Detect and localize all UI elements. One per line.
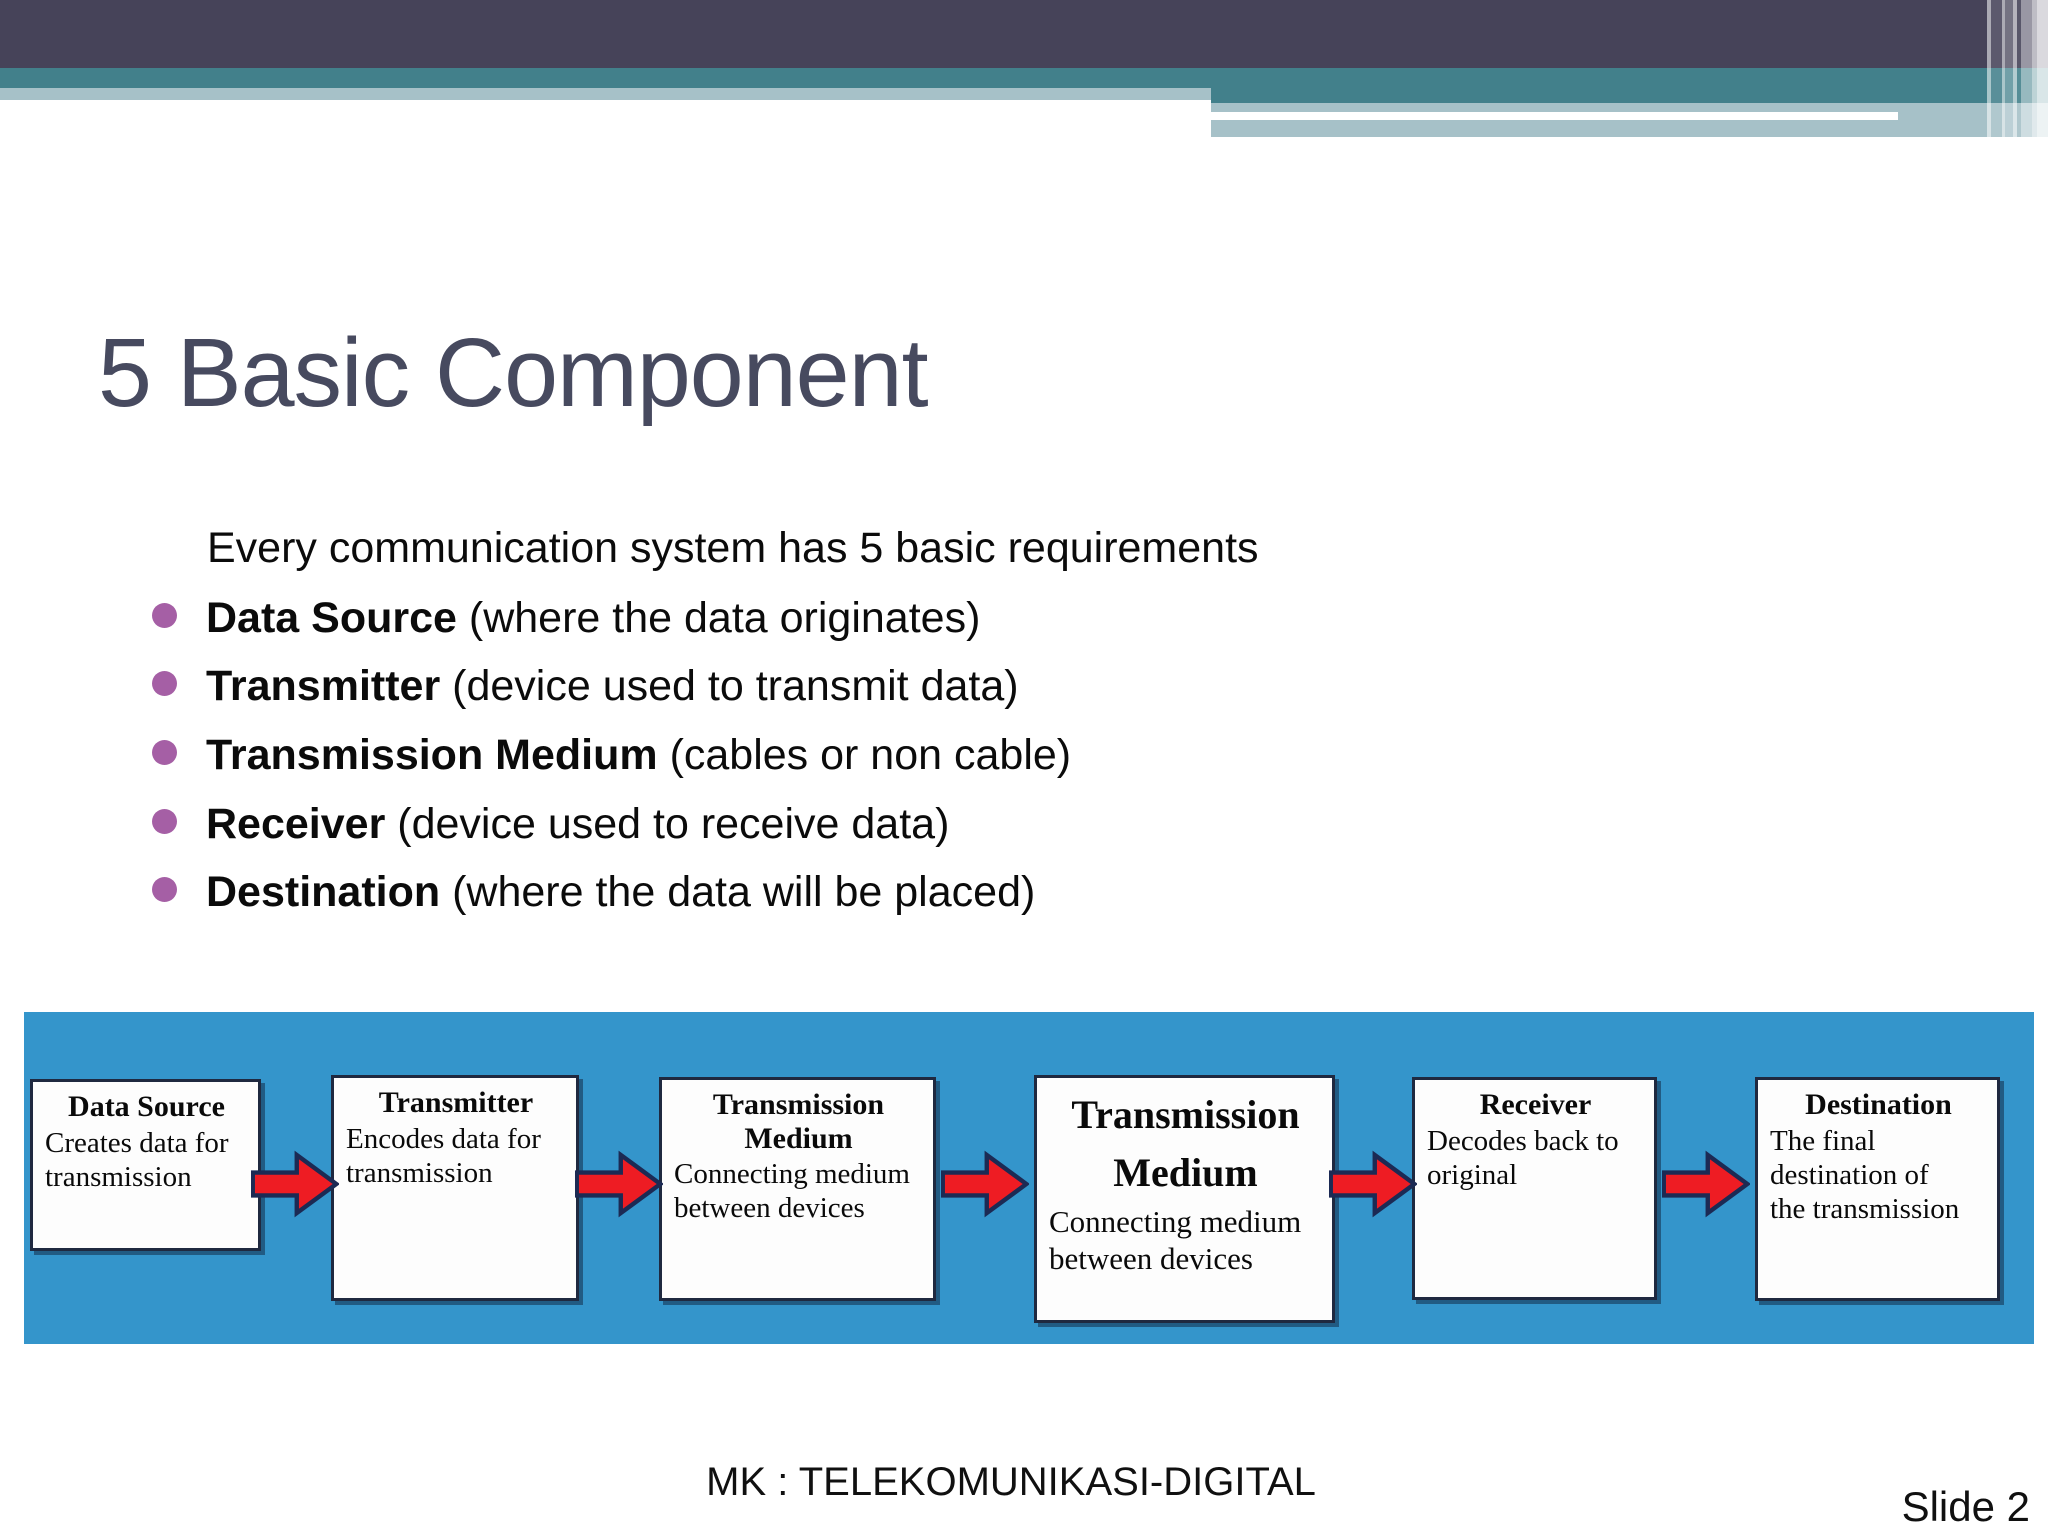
- flow-arrow-icon: [1329, 1150, 1417, 1218]
- header-accent-stripe: [2017, 0, 2021, 137]
- bullet-dot-icon: [152, 740, 177, 765]
- diagram-box-data-source: Data Source Creates data for transmissio…: [30, 1079, 261, 1251]
- flow-arrow-icon: [1662, 1150, 1750, 1218]
- diagram-box-title: Transmission Medium: [1071, 1092, 1300, 1195]
- header-bar-dark: [0, 0, 2048, 68]
- bullet-item-receiver: Receiver (device used to receive data): [152, 798, 1652, 850]
- diagram-box-title: Receiver: [1479, 1088, 1592, 1121]
- flow-arrow-icon: [575, 1150, 663, 1218]
- bullet-item-transmission-medium: Transmission Medium (cables or non cable…: [152, 729, 1652, 781]
- bullet-dot-icon: [152, 603, 177, 628]
- flow-arrow-icon: [941, 1150, 1029, 1218]
- diagram-box-transmission-medium-2: Transmission Medium Connecting medium be…: [1034, 1075, 1335, 1323]
- diagram-box-body: Encodes data for transmission: [346, 1122, 541, 1189]
- bullet-term: Destination: [206, 868, 441, 916]
- bullet-description: (device used to receive data): [397, 800, 950, 848]
- diagram-box-title: Transmitter: [378, 1086, 534, 1119]
- intro-text: Every communication system has 5 basic r…: [207, 524, 1259, 572]
- bullet-description: (cables or non cable): [669, 731, 1072, 779]
- diagram-box-receiver: Receiver Decodes back to original: [1412, 1077, 1657, 1300]
- header-accent-stripe: [2013, 0, 2017, 137]
- bullet-term: Transmitter: [206, 662, 441, 710]
- header-bar-teal-right: [1211, 88, 2048, 103]
- header-band-right: [1211, 103, 2048, 137]
- bullet-item-data-source: Data Source (where the data originates): [152, 592, 1652, 644]
- bullet-term: Transmission Medium: [206, 731, 658, 779]
- header-bar-light-left: [0, 88, 1211, 100]
- bullet-dot-icon: [152, 877, 177, 902]
- diagram-box-body: The final destination of the transmissio…: [1770, 1124, 1960, 1226]
- bullet-description: (device used to transmit data): [452, 662, 1019, 710]
- header-accent-stripe: [2005, 0, 2013, 137]
- diagram-box-body: Connecting medium between devices: [1049, 1204, 1302, 1276]
- header-white-stripe: [1211, 112, 1898, 120]
- bullet-description: (where the data originates): [468, 594, 981, 642]
- diagram-box-body: Creates data for transmission: [45, 1126, 229, 1193]
- diagram-box-title: Destination: [1805, 1088, 1952, 1121]
- header-accent-stripe: [2037, 0, 2048, 137]
- diagram-box-title: Data Source: [68, 1090, 225, 1123]
- slide-number: Slide 2: [1901, 1483, 2030, 1530]
- bullet-description: (where the data will be placed): [452, 868, 1036, 916]
- header-accent-stripe: [1987, 0, 1991, 137]
- bullet-term: Receiver: [206, 800, 386, 848]
- diagram-box-transmitter: Transmitter Encodes data for transmissio…: [331, 1075, 579, 1301]
- header-bar-teal: [0, 68, 2048, 88]
- diagram-box-body: Connecting medium between devices: [674, 1158, 910, 1225]
- bullet-item-destination: Destination (where the data will be plac…: [152, 866, 1652, 918]
- diagram-box-title: Transmission Medium: [712, 1088, 885, 1155]
- flow-arrow-icon: [251, 1150, 339, 1218]
- page-title: 5 Basic Component: [98, 318, 929, 427]
- bullet-dot-icon: [152, 809, 177, 834]
- footer-course-label: MK : TELEKOMUNIKASI-DIGITAL: [706, 1460, 1316, 1504]
- header-accent-stripe: [1991, 0, 2002, 137]
- bullet-term: Data Source: [206, 594, 457, 642]
- diagram-box-destination: Destination The final destination of the…: [1755, 1077, 2000, 1301]
- header-accent-stripe: [2032, 0, 2037, 137]
- bullet-item-transmitter: Transmitter (device used to transmit dat…: [152, 660, 1652, 712]
- flow-diagram: Data Source Creates data for transmissio…: [24, 1012, 2034, 1344]
- bullet-dot-icon: [152, 671, 177, 696]
- header-accent-stripe: [2021, 0, 2032, 137]
- header-accent-stripe: [2002, 0, 2005, 137]
- diagram-box-transmission-medium-1: Transmission Medium Connecting medium be…: [659, 1077, 936, 1301]
- diagram-box-body: Decodes back to original: [1427, 1124, 1619, 1191]
